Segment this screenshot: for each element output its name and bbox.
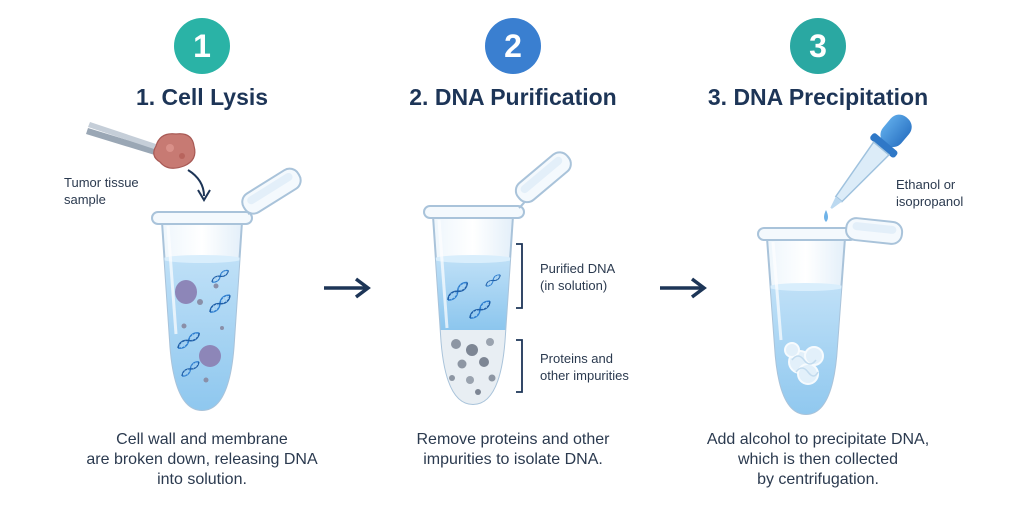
tumor-sample-label: Tumor tissue sample [64,175,139,207]
step-description: Cell wall and membrane are broken down, … [86,431,318,488]
step3-illustration [757,114,912,416]
tube-1 [151,167,302,412]
impurities-label: Proteins and other impurities [540,351,629,383]
right-arrow-icon [660,277,707,299]
alcohol-label: Ethanol or isopropanol [896,177,964,209]
step-description: Remove proteins and other impurities to … [416,431,610,468]
step1-illustration [86,122,302,412]
bracket-impurities [516,339,523,393]
step-number-badge: 2 [485,18,541,74]
step-title: 3. DNA Precipitation [707,84,929,110]
step-number-badge: 1 [174,18,230,74]
step-number-badge: 3 [790,18,846,74]
bracket-purified [516,243,523,309]
step-description: Add alcohol to precipitate DNA, which is… [706,431,930,488]
tube-3 [757,217,904,416]
step-title: 1. Cell Lysis [135,84,269,110]
tweezers-icon [86,122,162,156]
purified-dna-label: Purified DNA (in solution) [540,261,616,293]
drop-arrow-icon [187,169,205,197]
tissue-sample [153,133,196,169]
right-arrow-icon [324,277,371,299]
dropper-icon [830,114,912,209]
step-title: 2. DNA Purification [409,84,617,110]
dna-precipitate [784,342,824,385]
